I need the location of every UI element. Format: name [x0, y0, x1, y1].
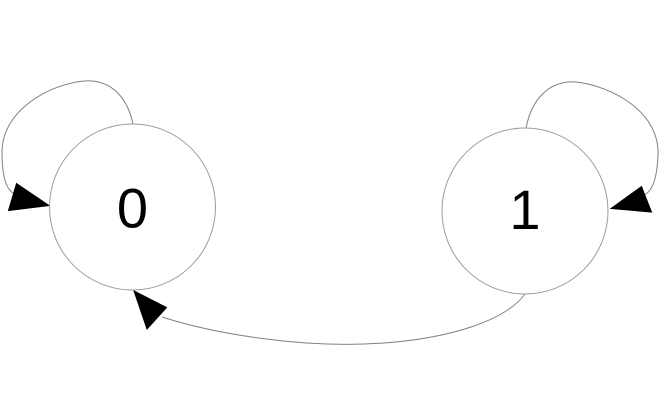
transition-0-to-0 — [1, 80, 134, 212]
self-loop-0-arrowhead-icon — [7, 182, 51, 212]
transition-1-to-1 — [525, 81, 659, 213]
self-loop-1-arrowhead-icon — [609, 185, 653, 213]
state-label-0: 0 — [117, 177, 148, 240]
state-node-1: 1 — [441, 127, 609, 295]
state-circle-1 — [441, 127, 609, 295]
transition-1-to-0-edge — [161, 293, 526, 345]
state-circle-0 — [49, 123, 216, 291]
self-loop-0-edge — [1, 80, 134, 195]
self-loop-1-edge — [525, 81, 659, 196]
transition-1-to-0 — [133, 289, 526, 345]
state-node-0: 0 — [49, 123, 216, 291]
transition-1-to-0-arrowhead-icon — [133, 289, 168, 330]
state-label-1: 1 — [509, 178, 540, 241]
